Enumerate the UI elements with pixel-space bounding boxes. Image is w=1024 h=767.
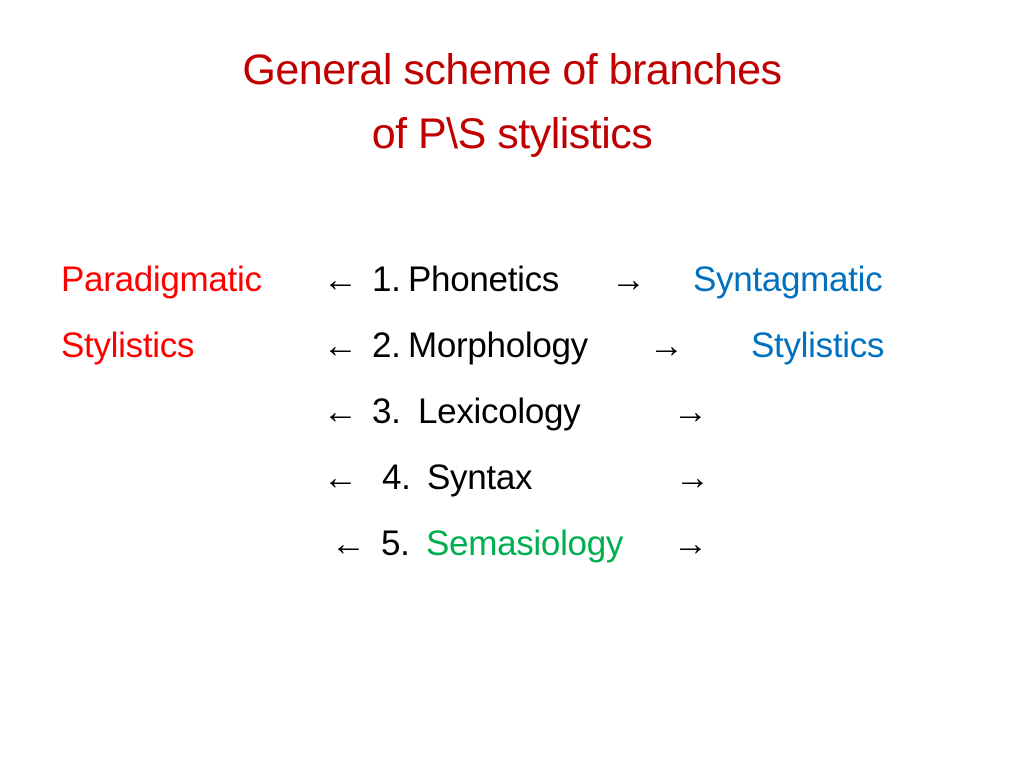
slide-title: General scheme of branches of P\S stylis… — [0, 38, 1024, 166]
title-line-2: of P\S stylistics — [371, 110, 653, 158]
right-arrow-icon: → — [649, 326, 684, 365]
paradigmatic-label-line-2: Stylistics — [61, 326, 195, 365]
right-arrow-icon: → — [611, 260, 646, 299]
branch-semasiology: Semasiology — [426, 524, 624, 563]
branch-lexicology: Lexicology — [418, 392, 581, 431]
paradigmatic-label-line-1: Paradigmatic — [61, 260, 262, 299]
branch-number: 1. — [372, 260, 401, 299]
branch-syntax: Syntax — [427, 458, 533, 497]
syntagmatic-label-line-1: Syntagmatic — [693, 260, 883, 299]
branch-number: 5. — [381, 524, 410, 563]
branch-number: 4. — [382, 458, 411, 497]
branch-number: 2. — [372, 326, 401, 365]
left-arrow-icon: ← — [323, 326, 358, 365]
left-arrow-icon: ← — [323, 458, 358, 497]
right-arrow-icon: → — [673, 392, 708, 431]
branch-phonetics: Phonetics — [408, 260, 560, 299]
left-arrow-icon: ← — [323, 392, 358, 431]
title-line-1: General scheme of branches — [242, 46, 782, 94]
right-arrow-icon: → — [675, 458, 710, 497]
syntagmatic-label-line-2: Stylistics — [751, 326, 885, 365]
right-arrow-icon: → — [673, 524, 708, 563]
left-arrow-icon: ← — [331, 524, 366, 563]
left-arrow-icon: ← — [323, 260, 358, 299]
branch-number: 3. — [372, 392, 401, 431]
branch-morphology: Morphology — [408, 326, 588, 365]
